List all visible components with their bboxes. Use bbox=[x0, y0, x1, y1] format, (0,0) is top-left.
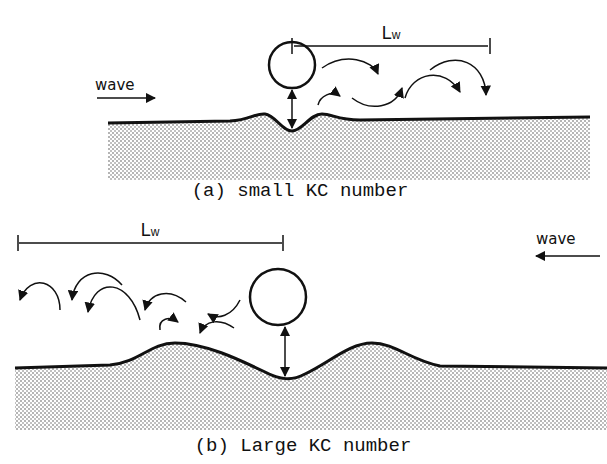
gap-arrow-b bbox=[284, 327, 286, 376]
seabed-line-b bbox=[15, 343, 607, 379]
gap-arrow-a bbox=[291, 90, 293, 128]
wave-arrow-a bbox=[97, 97, 155, 99]
lw-bracket-a bbox=[294, 45, 488, 47]
caption: (a) small KC number bbox=[192, 182, 409, 201]
tick bbox=[291, 38, 293, 54]
wave-label: wave bbox=[95, 78, 135, 93]
vortices-a bbox=[318, 59, 486, 106]
tick bbox=[282, 235, 284, 251]
caption: (b) Large KC number bbox=[195, 437, 412, 456]
seabed-line-a bbox=[108, 114, 590, 131]
tick bbox=[489, 38, 491, 54]
wave-label: wave bbox=[536, 232, 576, 247]
lw-bracket-b bbox=[19, 242, 282, 244]
seabed-b bbox=[15, 343, 607, 430]
length-label: Lw bbox=[382, 24, 401, 42]
tick bbox=[17, 235, 19, 251]
wave-arrow-b bbox=[536, 255, 600, 257]
vortices-b bbox=[20, 273, 240, 333]
pipe-b bbox=[250, 269, 306, 325]
seabed-a bbox=[108, 114, 590, 180]
length-label: Lw bbox=[141, 221, 160, 239]
